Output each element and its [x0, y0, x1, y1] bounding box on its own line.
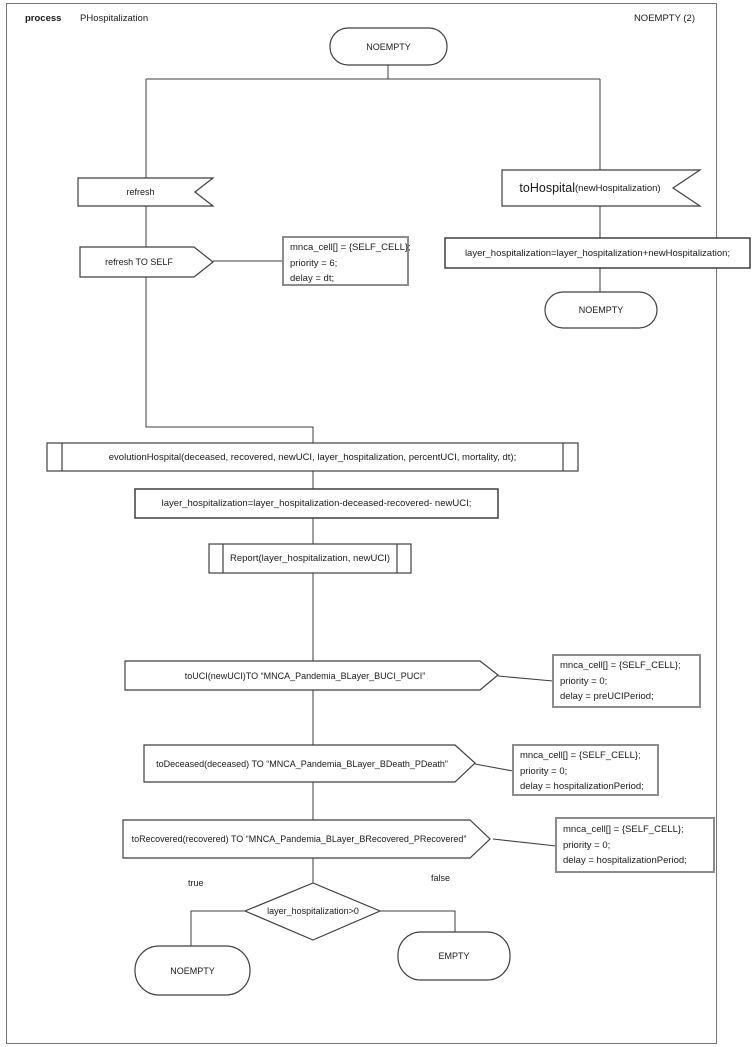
connector-todeceased-note [474, 763, 514, 772]
call-evolution-label: evolutionHospital(deceased, recovered, n… [108, 451, 517, 463]
call-report-label: Report(layer_hospitalization, newUCI) [230, 553, 390, 564]
tohospital-args-text: (newHospitalization) [575, 182, 661, 194]
note-refresh-line-2: priority = 6; [290, 257, 338, 269]
note-refresh-box [282, 236, 409, 286]
note-recovered-line-1: mnca_cell[] = {SELF_CELL}; [563, 824, 684, 835]
call-evolution-shape [46, 442, 579, 472]
action-hospital-add-label: layer_hospitalization=layer_hospitalizat… [464, 247, 731, 259]
send-signal-torecovered-shape [122, 819, 491, 859]
send-signal-touci-label: toUCI(newUCI)TO “MNCA_Pandemia_BLayer_BU… [184, 670, 426, 681]
note-uci-line-3: delay = preUCIPeriod; [560, 691, 654, 702]
terminal-start-label: NOEMPTY [366, 41, 411, 52]
connector-torecovered-note [492, 838, 557, 847]
send-signal-refresh-to-self-shape [79, 246, 214, 278]
note-uci-line-2: priority = 0; [560, 675, 608, 687]
decision-condition-label: layer_hospitalization>0 [267, 906, 359, 916]
note-connectors [474, 675, 557, 847]
terminal-true-end-shape [134, 945, 251, 996]
note-uci-box [552, 654, 701, 708]
receive-signal-refresh-shape [77, 177, 215, 207]
note-recovered-box [555, 817, 715, 873]
note-recovered: mnca_cell[] = {SELF_CELL}; priority = 0;… [563, 822, 687, 869]
terminal-false-end-shape [397, 931, 511, 981]
action-hospital-add-shape [444, 237, 751, 269]
tohospital-name-text: toHospital [519, 181, 576, 195]
send-signal-todeceased-shape [143, 744, 476, 783]
decision-true-label: true [188, 878, 204, 888]
terminal-true-end-label: NOEMPTY [170, 965, 215, 976]
page-border [6, 3, 717, 1044]
terminal-after-hospital-shape [544, 291, 658, 329]
decision-false-label: false [431, 873, 451, 883]
send-signal-refresh-to-self-label: refresh TO SELF [105, 257, 173, 267]
connector-lines [145, 65, 601, 946]
decision-diamond-shape [243, 882, 382, 941]
note-refresh-line-3: delay = dt; [290, 273, 335, 284]
send-signal-todeceased-label: toDeceased(deceased) TO “MNCA_Pandemia_B… [156, 758, 448, 769]
connector-false-branch [380, 910, 456, 932]
send-signal-touci-shape [124, 660, 499, 691]
terminal-after-hospital-label: NOEMPTY [578, 305, 624, 315]
note-recovered-line-3: delay = hospitalizationPeriod; [563, 855, 687, 866]
note-refresh-line-1: mnca_cell[] = {SELF_CELL}; [290, 242, 411, 253]
send-signal-torecovered-label: toRecovered(recovered) TO “MNCA_Pandemia… [131, 834, 467, 844]
note-deceased: mnca_cell[] = {SELF_CELL}; priority = 0;… [520, 748, 644, 795]
header-state-reference: NOEMPTY (2) [633, 13, 695, 24]
receive-signal-tohospital-shape [501, 169, 702, 207]
call-report-shape [208, 543, 412, 574]
note-deceased-box [512, 744, 659, 796]
note-refresh: mnca_cell[] = {SELF_CELL}; priority = 6;… [290, 240, 411, 287]
connector-left-to-evolution [145, 277, 314, 443]
header-process-name: PHospitalization [80, 13, 149, 24]
receive-signal-refresh-label: refresh [126, 187, 155, 197]
terminal-false-end-label: EMPTY [438, 951, 470, 961]
header-process-keyword: process [25, 13, 62, 24]
action-hospital-subtract-label: layer_hospitalization=layer_hospitalizat… [161, 498, 472, 509]
connector-touci-note [497, 675, 554, 682]
action-hospital-subtract-shape [134, 488, 499, 519]
note-deceased-line-3: delay = hospitalizationPeriod; [520, 781, 644, 792]
note-deceased-line-1: mnca_cell[] = {SELF_CELL}; [520, 750, 641, 761]
note-deceased-line-2: priority = 0; [520, 765, 568, 777]
note-uci: mnca_cell[] = {SELF_CELL}; priority = 0;… [560, 658, 681, 705]
terminal-start-shape [329, 27, 448, 66]
receive-signal-tohospital-label: toHospital(newHospitalization) [502, 170, 678, 206]
connector-true-branch [190, 910, 245, 946]
note-uci-line-1: mnca_cell[] = {SELF_CELL}; [560, 660, 681, 671]
note-recovered-line-2: priority = 0; [563, 839, 611, 851]
